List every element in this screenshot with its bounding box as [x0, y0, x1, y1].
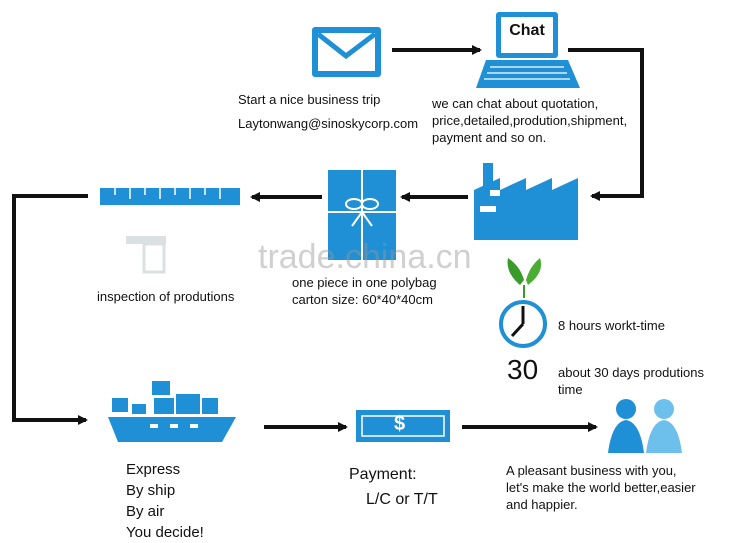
measure-tool-icon: [126, 236, 166, 274]
result-step-text: A pleasant business with you, let's make…: [506, 462, 696, 513]
envelope-icon: [312, 27, 381, 77]
laptop-icon: [476, 12, 580, 88]
shipping-option-ship: By ship: [126, 482, 176, 499]
production-days-line2: time: [558, 382, 583, 397]
chat-step-line2: price,detailed,prodution,shipment,: [432, 113, 628, 128]
email-step-line1: Start a nice business trip: [238, 92, 381, 107]
production-days-line1: about 30 days produtions: [558, 365, 704, 380]
money-icon: [356, 410, 450, 442]
shipping-step-text: Express By ship By air You decide!: [126, 459, 204, 543]
factory-icon: [474, 163, 578, 240]
gift-box-icon: [328, 170, 396, 260]
ruler-icon: [100, 188, 240, 205]
leaf-decoration: [507, 258, 542, 298]
watermark-text: trade.china.cn: [258, 238, 472, 276]
packing-step-text: one piece in one polybag carton size: 60…: [292, 274, 437, 308]
email-address: Laytonwang@sinoskycorp.com: [238, 116, 419, 131]
chat-step-line1: we can chat about quotation,: [432, 96, 599, 111]
chat-step-text: we can chat about quotation, price,detai…: [432, 95, 627, 146]
connector-arrows: [12, 45, 644, 432]
shipping-decide: You decide!: [126, 524, 204, 541]
payment-methods: L/C or T/T: [366, 491, 438, 508]
packing-step-line1: one piece in one polybag: [292, 275, 437, 290]
ship-icon: [108, 381, 236, 442]
shipping-option-air: By air: [126, 503, 165, 520]
email-step-text: Start a nice business trip Laytonwang@si…: [238, 91, 418, 132]
chat-screen-label: Chat: [509, 22, 545, 39]
arrow-chat-to-factory: [568, 48, 644, 201]
chat-step-line3: payment and so on.: [432, 130, 547, 145]
shipping-option-express: Express: [126, 461, 181, 478]
result-line1: A pleasant business with you,: [506, 463, 677, 478]
result-line2: let's make the world better,easier: [506, 480, 696, 495]
payment-title: Payment:: [349, 466, 417, 483]
clock-icon: [499, 300, 547, 348]
arrow-inspection-to-shipping: [12, 194, 88, 425]
packing-step-line2: carton size: 60*40*40cm: [292, 292, 433, 307]
production-days-number: 30: [507, 354, 539, 385]
people-icon: [608, 399, 682, 453]
production-days-text: about 30 days produtions time: [558, 364, 704, 398]
work-hours-text: 8 hours workt-time: [558, 318, 665, 333]
dollar-symbol: $: [394, 413, 406, 435]
result-line3: and happier.: [506, 497, 578, 512]
inspection-step-text: inspection of produtions: [97, 289, 235, 304]
